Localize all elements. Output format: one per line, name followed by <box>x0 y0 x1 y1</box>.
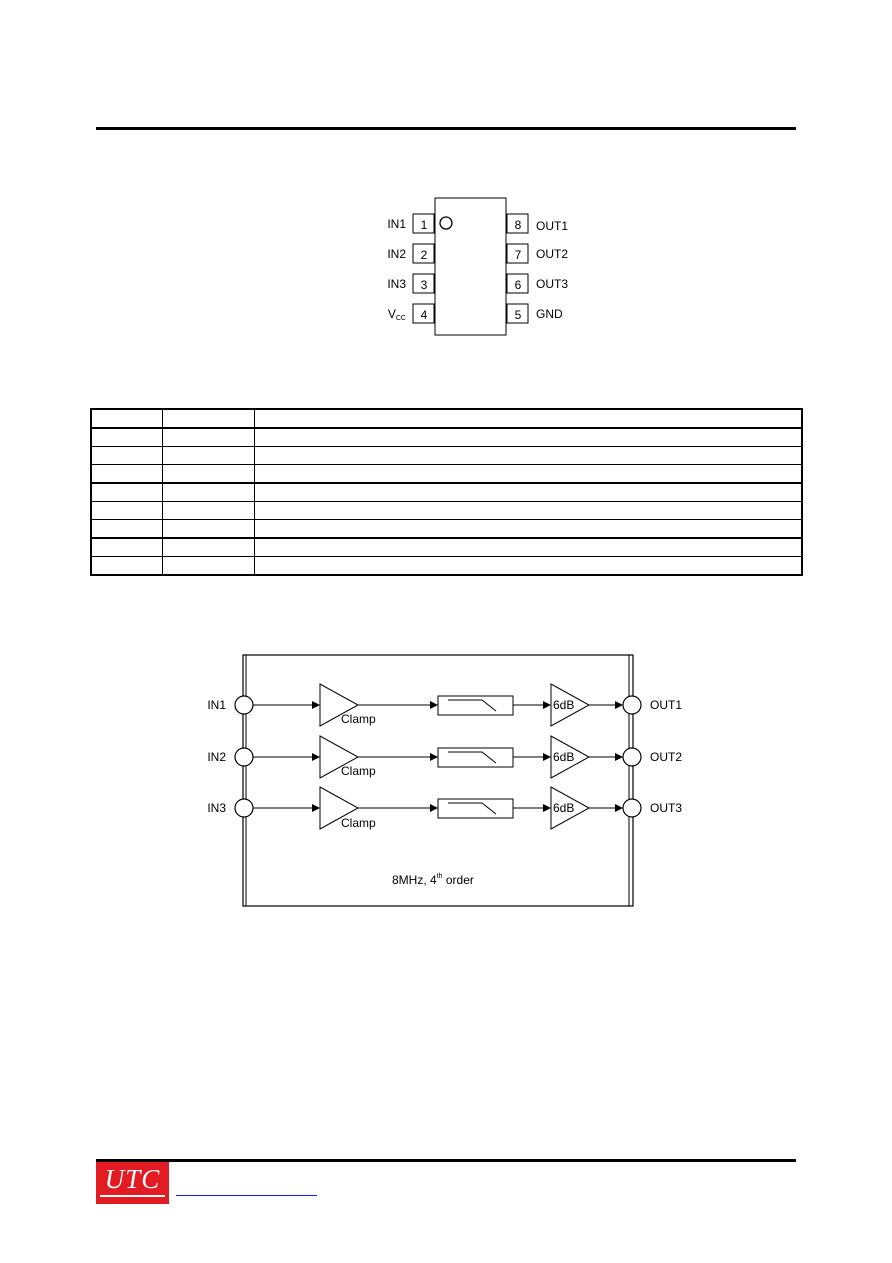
pin-box-4 <box>412 303 435 324</box>
table-row <box>90 556 803 576</box>
pin-number: 7 <box>515 248 522 262</box>
pin-number: 8 <box>515 218 522 232</box>
input-terminal <box>234 798 254 818</box>
logo-text: UTC <box>104 1164 161 1194</box>
lowpass-filter <box>437 798 514 819</box>
pin-name: OUT2 <box>536 247 568 261</box>
channel-1: IN1 OUT1 Clamp 6dB <box>207 683 682 727</box>
table-row <box>90 464 803 484</box>
channel-2: IN2 OUT2 Clamp 6dB <box>207 735 682 779</box>
output-terminal <box>622 798 642 818</box>
clamp-amplifier <box>319 683 360 727</box>
ic-package-body <box>434 197 507 336</box>
footer-rule <box>96 1159 796 1162</box>
table-row <box>90 482 803 502</box>
lowpass-filter <box>437 747 514 768</box>
output-label: OUT2 <box>650 750 682 764</box>
right-pins: 8 7 6 5 OUT1 OUT2 OUT3 GND <box>506 213 568 324</box>
input-terminal <box>234 747 254 767</box>
output-terminal <box>622 747 642 767</box>
left-pins: 1 2 3 4 IN1 IN2 IN3 VCC <box>387 213 435 324</box>
pin1-marker <box>439 216 453 230</box>
clamp-amplifier <box>319 735 360 779</box>
pin-number: 4 <box>421 308 428 322</box>
clamp-label: Clamp <box>341 764 376 778</box>
block-frame <box>242 654 634 907</box>
pin-number: 2 <box>421 248 428 262</box>
pin-number: 6 <box>515 278 522 292</box>
output-label: OUT3 <box>650 801 682 815</box>
pin-configuration-diagram: 1 2 3 4 IN1 IN2 IN3 VCC 8 7 6 5 OUT1 OUT… <box>387 197 568 336</box>
filter-note: 8MHz, 4th order <box>392 873 474 887</box>
gain-label: 6dB <box>553 801 574 815</box>
table-header-row <box>90 408 803 429</box>
block-diagram: IN1 OUT1 Clamp 6dB IN2 OUT2 Clamp 6dB IN… <box>207 654 682 907</box>
pin-name: OUT1 <box>536 219 568 233</box>
pin-box-5 <box>506 303 529 324</box>
pin-box-3 <box>412 273 435 294</box>
pin-number: 1 <box>421 218 428 232</box>
pin-description-table <box>90 408 803 576</box>
input-label: IN3 <box>207 801 226 815</box>
table-row <box>90 446 803 465</box>
input-terminal <box>234 695 254 715</box>
website-link-underline[interactable] <box>176 1195 317 1196</box>
table-row <box>90 537 803 557</box>
gain-label: 6dB <box>553 750 574 764</box>
pin-box-1 <box>412 213 435 234</box>
clamp-amplifier <box>319 786 360 830</box>
input-label: IN1 <box>207 698 226 712</box>
pin-box-2 <box>412 243 435 264</box>
output-terminal <box>622 695 642 715</box>
pin-name: IN1 <box>387 217 406 231</box>
pin-number: 5 <box>515 308 522 322</box>
pin-box-7 <box>506 243 529 264</box>
lowpass-filter <box>437 695 514 716</box>
table-row <box>90 501 803 520</box>
table-row <box>90 427 803 447</box>
gain-amplifier <box>550 786 591 830</box>
pin-name: IN2 <box>387 247 406 261</box>
pin-number: 3 <box>421 278 428 292</box>
pin-box-6 <box>506 273 529 294</box>
utc-logo: UTC <box>96 1162 169 1204</box>
pin-name: GND <box>536 307 563 321</box>
channel-3: IN3 OUT3 Clamp 6dB <box>207 786 682 830</box>
clamp-label: Clamp <box>341 816 376 830</box>
gain-amplifier <box>550 735 591 779</box>
input-label: IN2 <box>207 750 226 764</box>
gain-amplifier <box>550 683 591 727</box>
gain-label: 6dB <box>553 698 574 712</box>
pin-name-vcc: VCC <box>388 307 406 322</box>
pin-name: IN3 <box>387 277 406 291</box>
pin-box-8 <box>506 213 529 234</box>
table-row <box>90 519 803 539</box>
output-label: OUT1 <box>650 698 682 712</box>
header-rule <box>96 127 796 130</box>
clamp-label: Clamp <box>341 712 376 726</box>
pin-name: OUT3 <box>536 277 568 291</box>
